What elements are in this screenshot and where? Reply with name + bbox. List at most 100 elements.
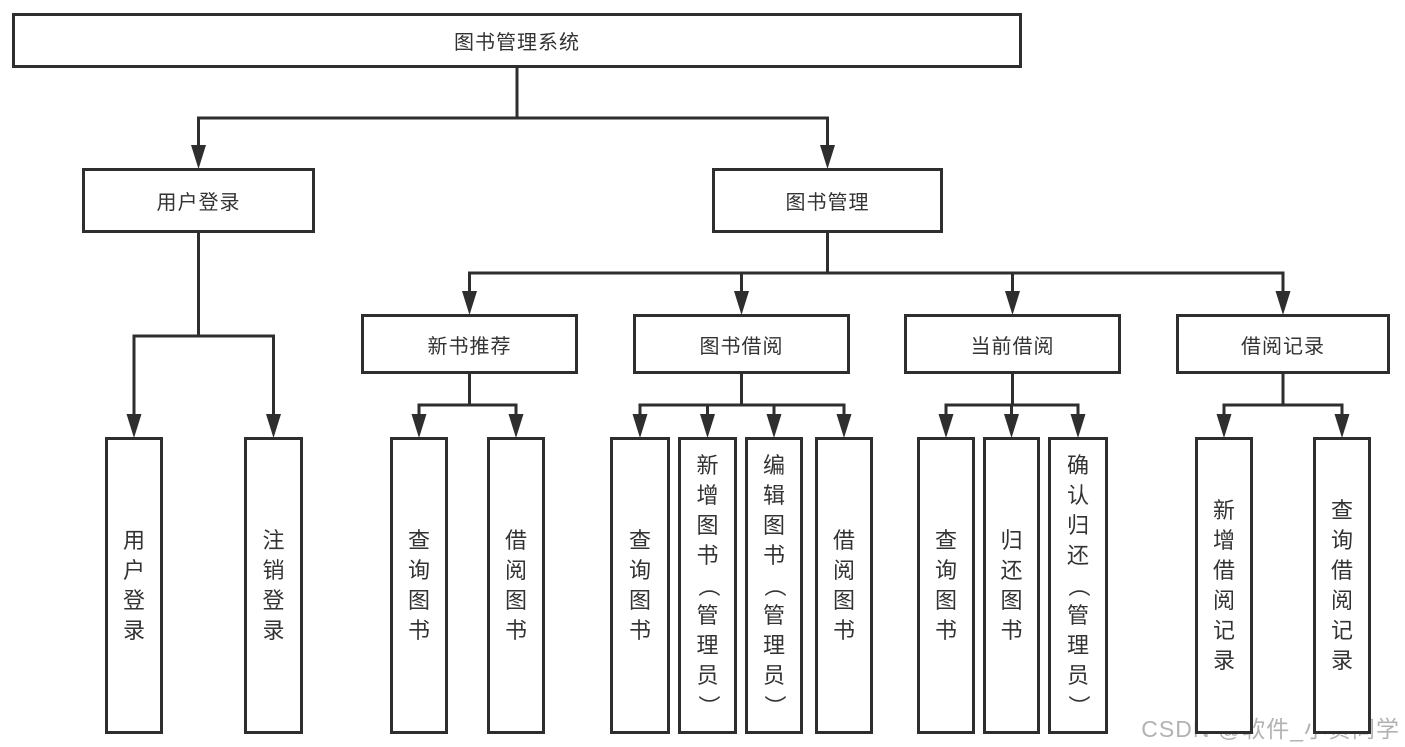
label-char: 管 — [1066, 602, 1089, 628]
label-char: 录 — [122, 617, 145, 643]
label-char: 书 — [934, 617, 957, 643]
node-label: 借阅图书 — [501, 440, 531, 731]
label-char: 借 — [1212, 557, 1235, 583]
label-char: 录 — [1330, 647, 1353, 673]
label-char: 书 — [407, 617, 430, 643]
label-char: 销 — [262, 557, 285, 583]
label-char: 归 — [1066, 512, 1089, 538]
node-leaf-logout: 注销登录 — [244, 437, 303, 734]
label-char: 理 — [762, 632, 785, 658]
arrowhead-icon — [1334, 414, 1350, 438]
label-char: 记 — [1212, 617, 1235, 643]
label-char: 阅 — [504, 557, 527, 583]
label-char: 阅 — [832, 557, 855, 583]
arrowhead-icon — [734, 291, 749, 315]
label-char: 书 — [762, 542, 785, 568]
label-char: 用 — [122, 527, 145, 553]
node-leaf-borrow-books-2: 借阅图书 — [815, 437, 873, 734]
arrowhead-icon — [462, 291, 477, 315]
arrowhead-icon — [191, 145, 206, 169]
label-char: 录 — [262, 617, 285, 643]
label-char: 询 — [407, 557, 430, 583]
label-char: 新 — [696, 452, 719, 478]
node-leaf-return-books: 归还图书 — [983, 437, 1040, 734]
node-label: 确认归还（管理员） — [1063, 440, 1093, 731]
label-char: 管 — [762, 602, 785, 628]
label-char: 理 — [1066, 632, 1089, 658]
label-char: 员 — [762, 662, 785, 688]
label-char: 员 — [696, 662, 719, 688]
label-char: 图 — [1000, 587, 1023, 613]
node-label: 查询借阅记录 — [1327, 440, 1357, 731]
label-char: 户 — [122, 557, 145, 583]
label-char: 增 — [696, 482, 719, 508]
node-leaf-add-books: 新增图书（管理员） — [678, 437, 737, 734]
node-label: 借阅图书 — [829, 440, 859, 731]
node-leaf-user-login: 用户登录 — [105, 437, 163, 734]
label-char: 图 — [762, 512, 785, 538]
node-label: 借阅记录 — [1241, 335, 1325, 358]
node-label: 图书借阅 — [699, 335, 784, 358]
arrowhead-icon — [411, 414, 427, 438]
label-char: 借 — [832, 527, 855, 553]
node-label: 用户登录 — [119, 440, 149, 731]
label-char: 书 — [832, 617, 855, 643]
node-leaf-query-books-1: 查询图书 — [390, 437, 448, 734]
label-char: 书 — [1000, 617, 1023, 643]
node-leaf-edit-books: 编辑图书（管理员） — [745, 437, 803, 734]
label-char: 询 — [934, 557, 957, 583]
label-char: 还 — [1000, 557, 1023, 583]
label-char: 员 — [1066, 662, 1089, 688]
label-char: 辑 — [762, 482, 785, 508]
arrowhead-icon — [766, 414, 782, 438]
node-leaf-query-borrow-record: 查询借阅记录 — [1313, 437, 1371, 734]
node-label: 查询图书 — [625, 440, 655, 731]
label-char: 增 — [1212, 527, 1235, 553]
node-label: 归还图书 — [997, 440, 1027, 731]
label-char: 查 — [407, 527, 430, 553]
node-label: 新书推荐 — [427, 335, 512, 358]
label-char: 图 — [628, 587, 651, 613]
node-label: 编辑图书（管理员） — [759, 440, 789, 731]
label-char: 管 — [696, 602, 719, 628]
label-char: 注 — [262, 527, 285, 553]
label-char: 借 — [504, 527, 527, 553]
label-char: 查 — [628, 527, 651, 553]
arrowhead-icon — [632, 414, 648, 438]
arrowhead-icon — [1216, 414, 1232, 438]
label-char: 还 — [1066, 542, 1089, 568]
node-branch-user-login: 用户登录 — [82, 168, 315, 233]
label-char: ） — [762, 694, 787, 717]
node-leaf-borrow-books-1: 借阅图书 — [487, 437, 545, 734]
label-char: 新 — [1212, 497, 1235, 523]
label-char: 书 — [504, 617, 527, 643]
label-char: 查 — [1330, 497, 1353, 523]
node-label: 新增借阅记录 — [1209, 440, 1239, 731]
arrowhead-icon — [938, 414, 954, 438]
label-char: 阅 — [1330, 587, 1353, 613]
label-char: 归 — [1000, 527, 1023, 553]
label-char: 图 — [934, 587, 957, 613]
node-sub-new-books: 新书推荐 — [361, 314, 578, 374]
node-leaf-query-books-2: 查询图书 — [610, 437, 670, 734]
label-char: 图 — [407, 587, 430, 613]
node-label: 图书管理系统 — [454, 32, 580, 54]
arrowhead-icon — [266, 414, 281, 438]
label-char: （ — [762, 574, 787, 597]
arrowhead-icon — [1005, 291, 1020, 315]
node-label: 注销登录 — [259, 440, 289, 731]
node-label: 查询图书 — [404, 440, 434, 731]
label-char: 图 — [832, 587, 855, 613]
node-label: 当前借阅 — [970, 335, 1055, 358]
label-char: 询 — [628, 557, 651, 583]
arrowhead-icon — [126, 414, 142, 438]
label-char: 借 — [1330, 557, 1353, 583]
label-char: 登 — [262, 587, 285, 613]
arrowhead-icon — [1070, 414, 1086, 438]
label-char: 图 — [504, 587, 527, 613]
label-char: 登 — [122, 587, 145, 613]
node-sub-borrow-records: 借阅记录 — [1176, 314, 1390, 374]
node-label: 新增图书（管理员） — [693, 440, 723, 731]
node-root: 图书管理系统 — [12, 13, 1022, 68]
